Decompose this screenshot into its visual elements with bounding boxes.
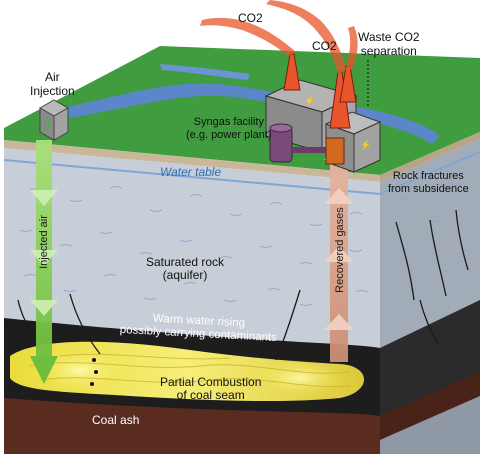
partial-combustion-label: Partial Combustion of coal seam [160,375,262,402]
saturated-rock-label: Saturated rock (aquifer) [146,255,225,282]
river [62,83,440,144]
coal-ash-label: Coal ash [92,413,140,427]
svg-text:⚡: ⚡ [304,95,315,107]
air-injection-label: Air Injection [30,70,75,98]
rock-fractures [5,209,469,361]
water-table-line [3,151,480,196]
syngas-facility-label: Syngas facility (e.g. power plant) [186,116,272,141]
waste-co2-separation-label: Waste CO2 separation [358,30,420,58]
svg-text:⚡: ⚡ [360,139,371,151]
contaminant-drops [90,358,98,386]
water-table-label: Water table [160,165,222,179]
co2-label-right: CO2 [312,39,337,53]
soil-band [4,140,380,182]
coal-ash-layer [4,398,380,454]
smokestack-icon [283,53,357,129]
injected-air-label: Injected air [38,215,50,269]
smoke-plumes [200,0,358,74]
air-injection-box-icon [38,99,70,141]
co2-label-left: CO2 [238,11,263,25]
aquifer-texture [19,183,461,306]
down-arrow-icon [30,140,58,384]
rock-fractures-label: Rock fractures from subsidence [388,170,469,195]
syngas-tank-icon [269,123,345,165]
recovered-gases-label: Recovered gases [334,207,346,293]
